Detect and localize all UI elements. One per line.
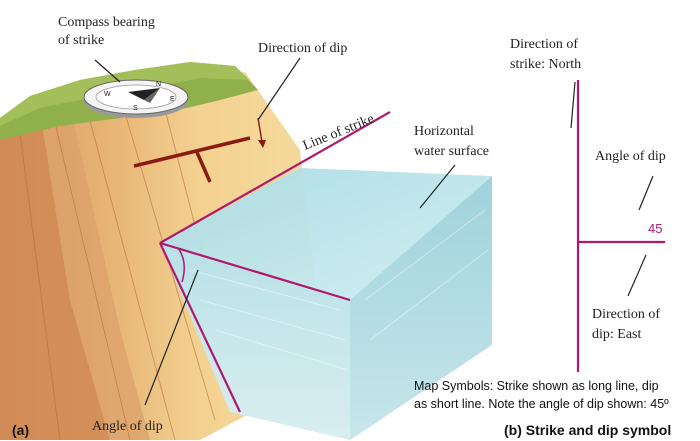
strike-dip-marker [133, 136, 251, 183]
compass-bearing-label-2: of strike [58, 33, 104, 48]
direction-of-dip-label: Direction of dip [258, 41, 347, 56]
horizontal-water-label-1: Horizontal [414, 124, 474, 139]
compass-letter-e: E [170, 96, 175, 103]
compass-icon: N E S W [83, 79, 189, 118]
direction-of-dip-label-b-2: dip: East [592, 327, 641, 342]
caption-line-2: as short line. Note the angle of dip sho… [414, 397, 669, 411]
direction-of-strike-label-2: strike: North [510, 57, 581, 72]
panel-a-label: (a) [12, 422, 29, 438]
compass-letter-s: S [133, 105, 138, 112]
panel-b-label: (b) Strike and dip symbol [504, 422, 671, 438]
leader-lines-b [570, 81, 654, 297]
strike-dip-symbol [576, 80, 665, 372]
dip-arrow [257, 117, 266, 148]
compass-bearing-label-1: Compass bearing [58, 15, 155, 30]
compass-letter-w: W [104, 91, 111, 98]
leader-lines-a [94, 57, 456, 406]
dip-value: 45 [648, 221, 662, 236]
angle-of-dip-label-b: Angle of dip [595, 149, 666, 164]
angle-of-dip-label-a: Angle of dip [92, 419, 163, 434]
horizontal-water-label-2: water surface [414, 144, 489, 159]
compass-letter-n: N [156, 81, 161, 88]
line-of-strike-label: Line of strike [301, 112, 377, 154]
strike-lines [159, 111, 391, 413]
caption-line-1: Map Symbols: Strike shown as long line, … [414, 379, 659, 393]
direction-of-dip-label-b-1: Direction of [592, 307, 660, 322]
direction-of-strike-label-1: Direction of [510, 37, 578, 52]
